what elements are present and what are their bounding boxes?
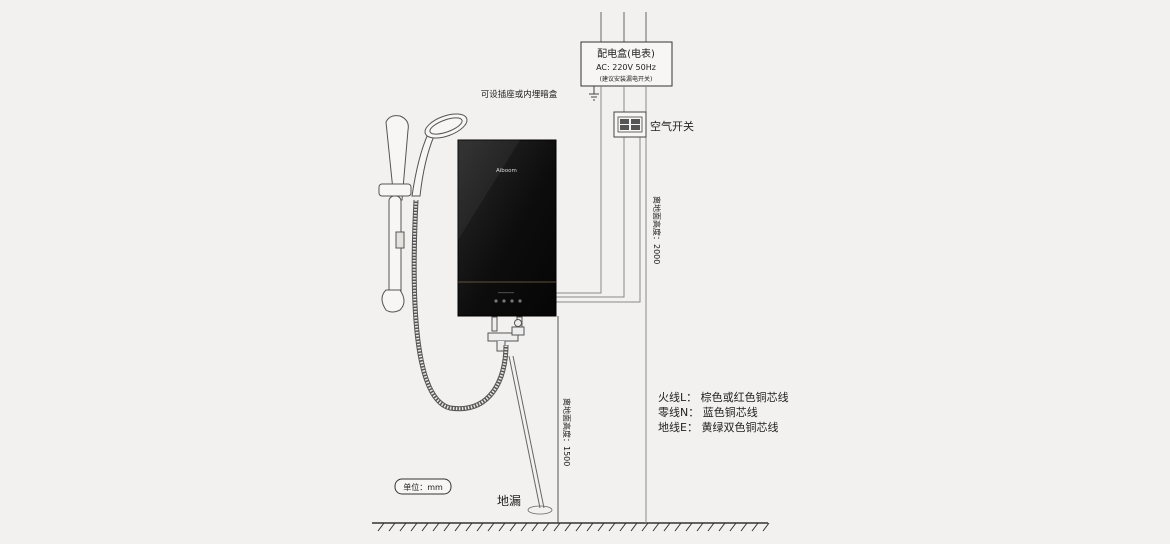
air-switch — [613, 111, 647, 138]
breaker-box-note: (建议安装漏电开关) — [600, 75, 653, 83]
floor-line — [372, 522, 770, 532]
breaker-box: 配电盒(电表) AC: 220V 50Hz (建议安装漏电开关) — [580, 41, 673, 87]
power-conduits — [600, 12, 647, 42]
heater-pipes — [487, 316, 525, 352]
drain-pipe — [508, 355, 553, 515]
ground-symbol — [589, 86, 599, 101]
water-heater: Aiboom — [457, 139, 557, 317]
wire-live: 火线L： 棕色或红色铜芯线 — [658, 390, 789, 404]
heater-brand-logo: Aiboom — [496, 168, 517, 174]
breaker-box-title: 配电盒(电表) — [597, 47, 655, 60]
unit-label-box: 单位：mm — [394, 478, 452, 495]
breaker-box-spec: AC: 220V 50Hz — [596, 63, 656, 72]
shower-rail — [378, 115, 412, 313]
floor-drain-label: 地漏 — [497, 494, 521, 508]
wire-neutral: 零线N： 蓝色铜芯线 — [658, 405, 758, 419]
air-switch-label: 空气开关 — [650, 119, 694, 133]
height-heater-label: 离地面高度：1500 — [562, 398, 572, 466]
wire-earth: 地线E： 黄绿双色铜芯线 — [658, 420, 778, 434]
unit-label: 单位：mm — [403, 482, 443, 492]
heater-control-buttons — [494, 299, 522, 303]
shower-head — [411, 113, 468, 197]
shower-hose — [411, 199, 509, 412]
wire-legend: 火线L： 棕色或红色铜芯线 零线N： 蓝色铜芯线 地线E： 黄绿双色铜芯线 — [658, 390, 789, 434]
supply-wires — [556, 86, 647, 523]
socket-note: 可设插座或内埋暗盒 — [481, 89, 558, 100]
height-switch-label: 离地面高度：2000 — [652, 196, 662, 264]
